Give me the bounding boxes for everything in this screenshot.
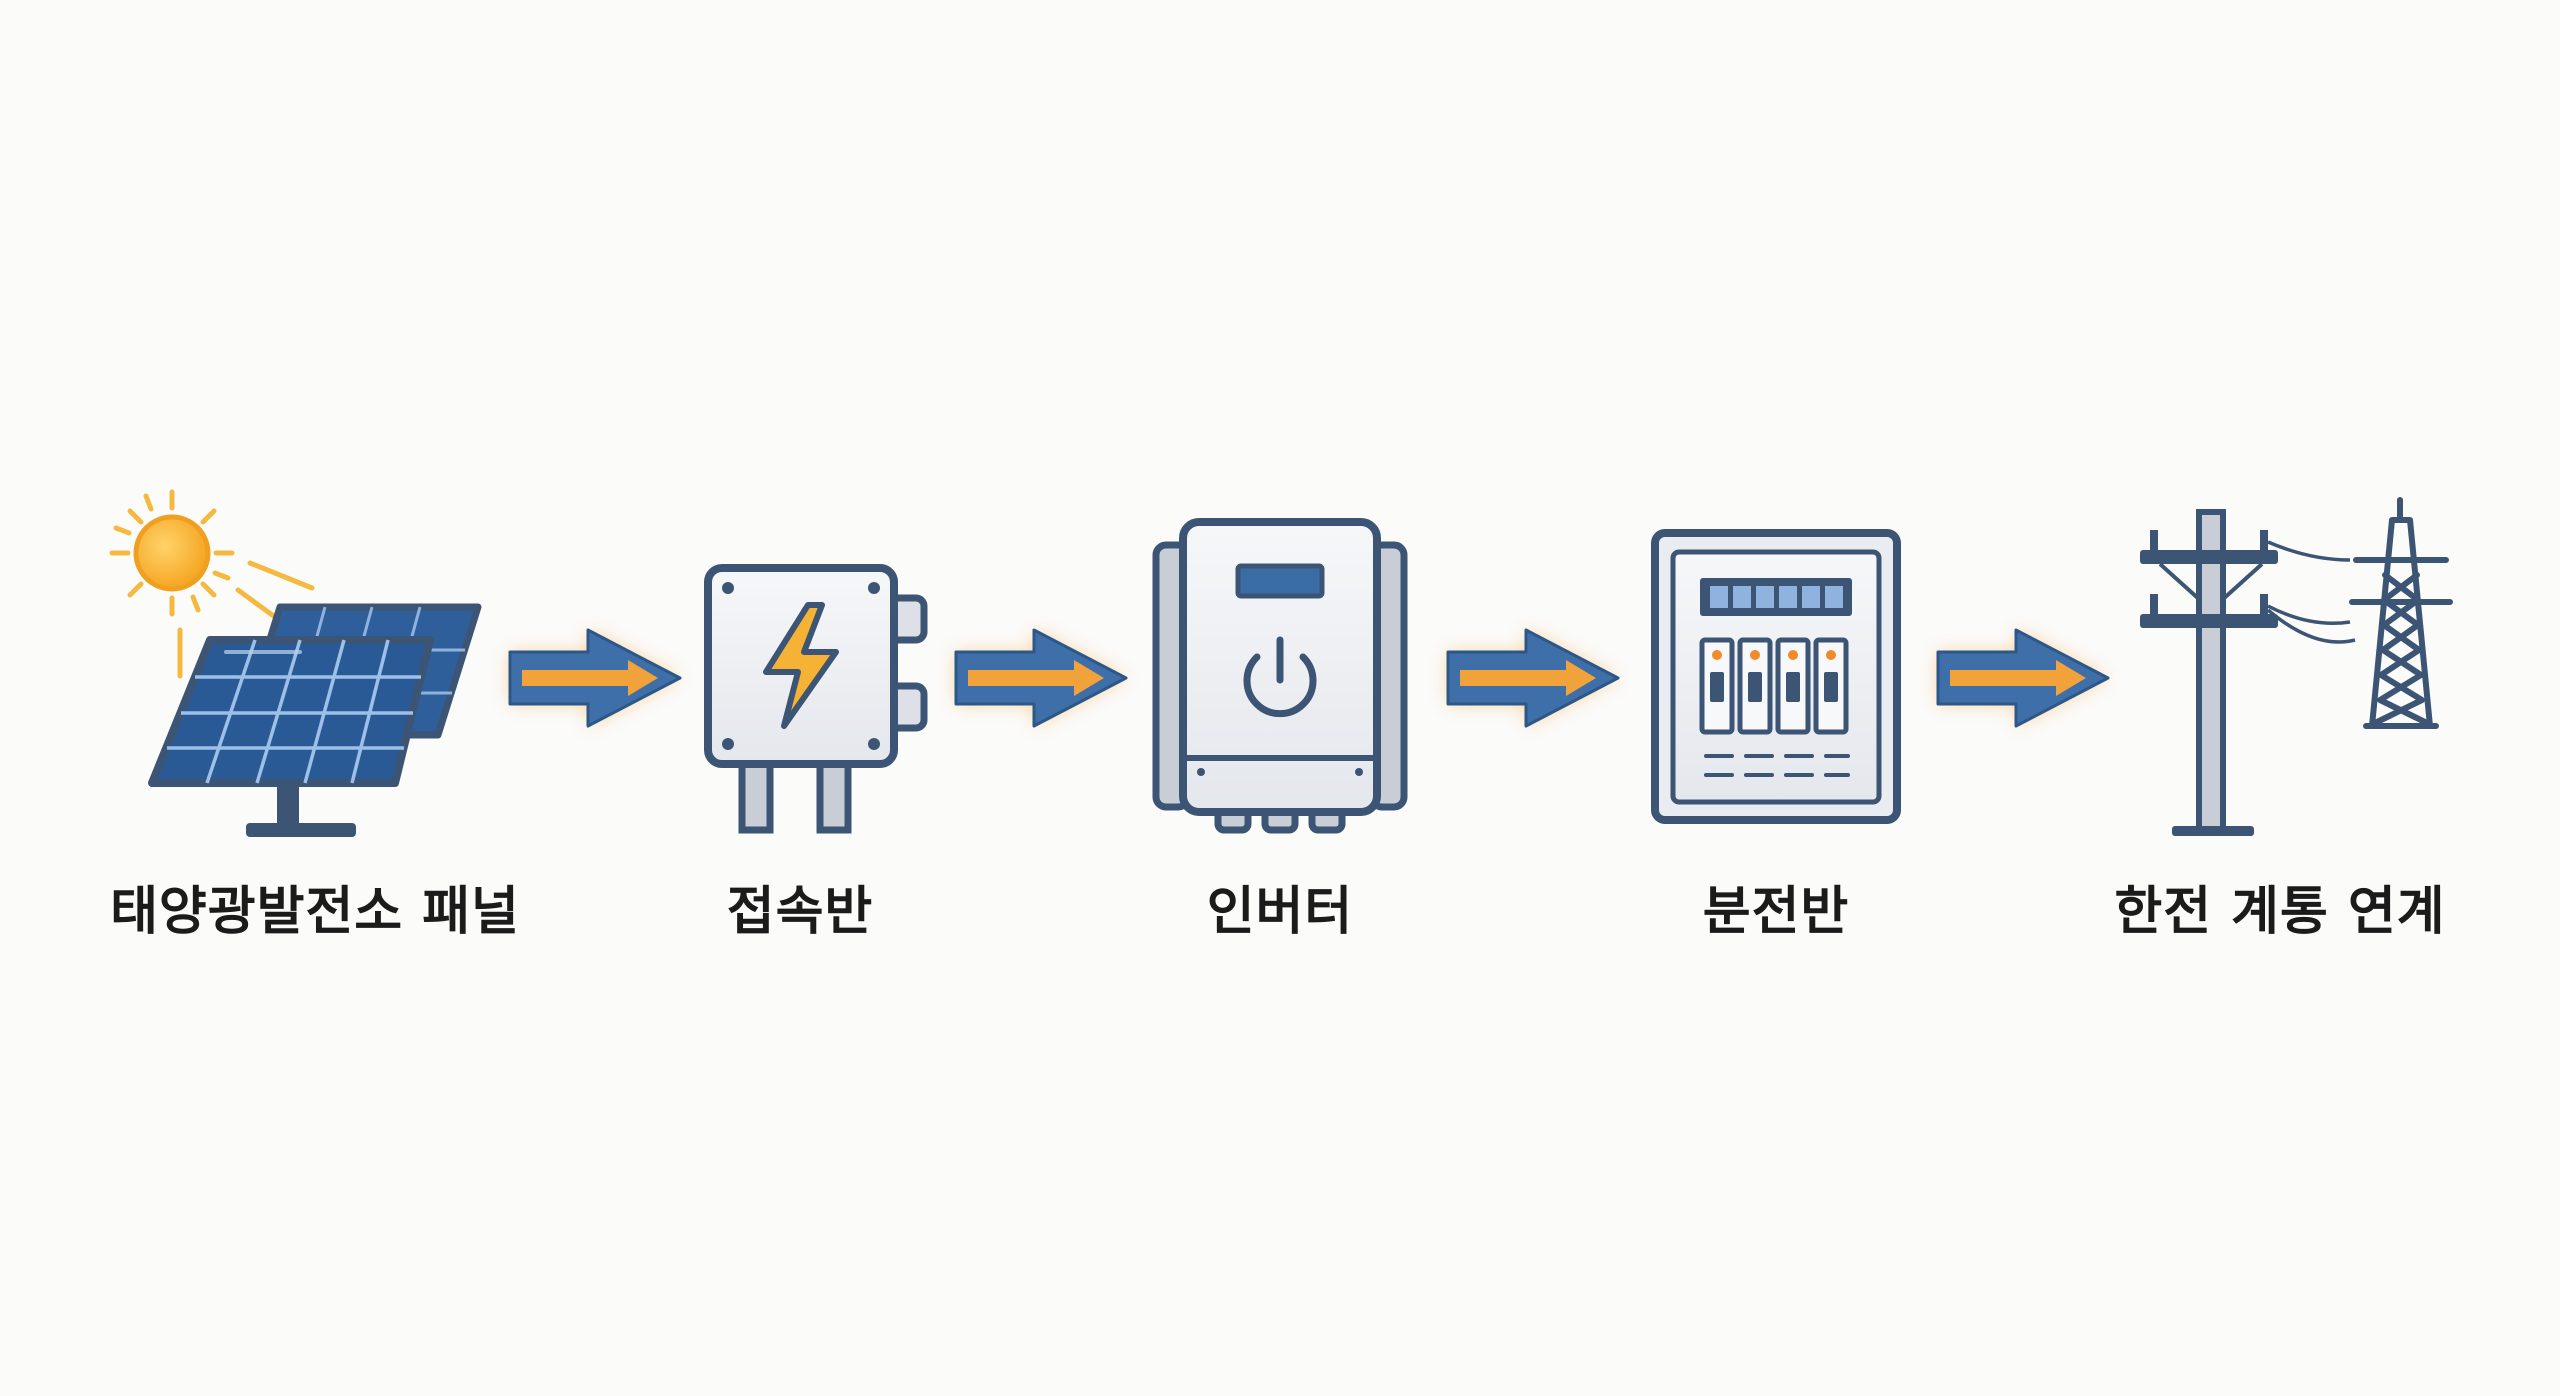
flow-arrow-1 bbox=[508, 628, 682, 728]
solar-panel-icon bbox=[109, 489, 482, 837]
flow-arrow-3 bbox=[1446, 628, 1620, 728]
flow-arrow-2 bbox=[954, 628, 1128, 728]
utility-pole-icon bbox=[2140, 509, 2278, 836]
label-junction-box: 접속반 bbox=[726, 882, 874, 942]
power-grid-icon bbox=[2140, 497, 2453, 836]
junction-box-icon bbox=[704, 564, 928, 834]
flow-arrow-4 bbox=[1936, 628, 2110, 728]
solar-panel-front bbox=[148, 636, 434, 787]
label-grid-connection: 한전 계통 연계 bbox=[2114, 882, 2446, 942]
sun-icon bbox=[109, 489, 315, 679]
distribution-panel-icon bbox=[1651, 529, 1901, 824]
breaker-row bbox=[1699, 637, 1849, 735]
label-solar-panel: 태양광발전소 패널 bbox=[110, 882, 520, 942]
lightning-bolt-icon bbox=[763, 602, 839, 729]
inverter-display bbox=[1235, 563, 1325, 599]
label-inverter: 인버터 bbox=[1206, 882, 1354, 942]
label-distribution-panel: 분전반 bbox=[1702, 882, 1850, 942]
inverter-icon bbox=[1152, 518, 1408, 834]
power-icon bbox=[1243, 636, 1317, 718]
solar-panel-stand bbox=[246, 787, 356, 837]
transmission-tower-icon bbox=[2349, 497, 2453, 729]
